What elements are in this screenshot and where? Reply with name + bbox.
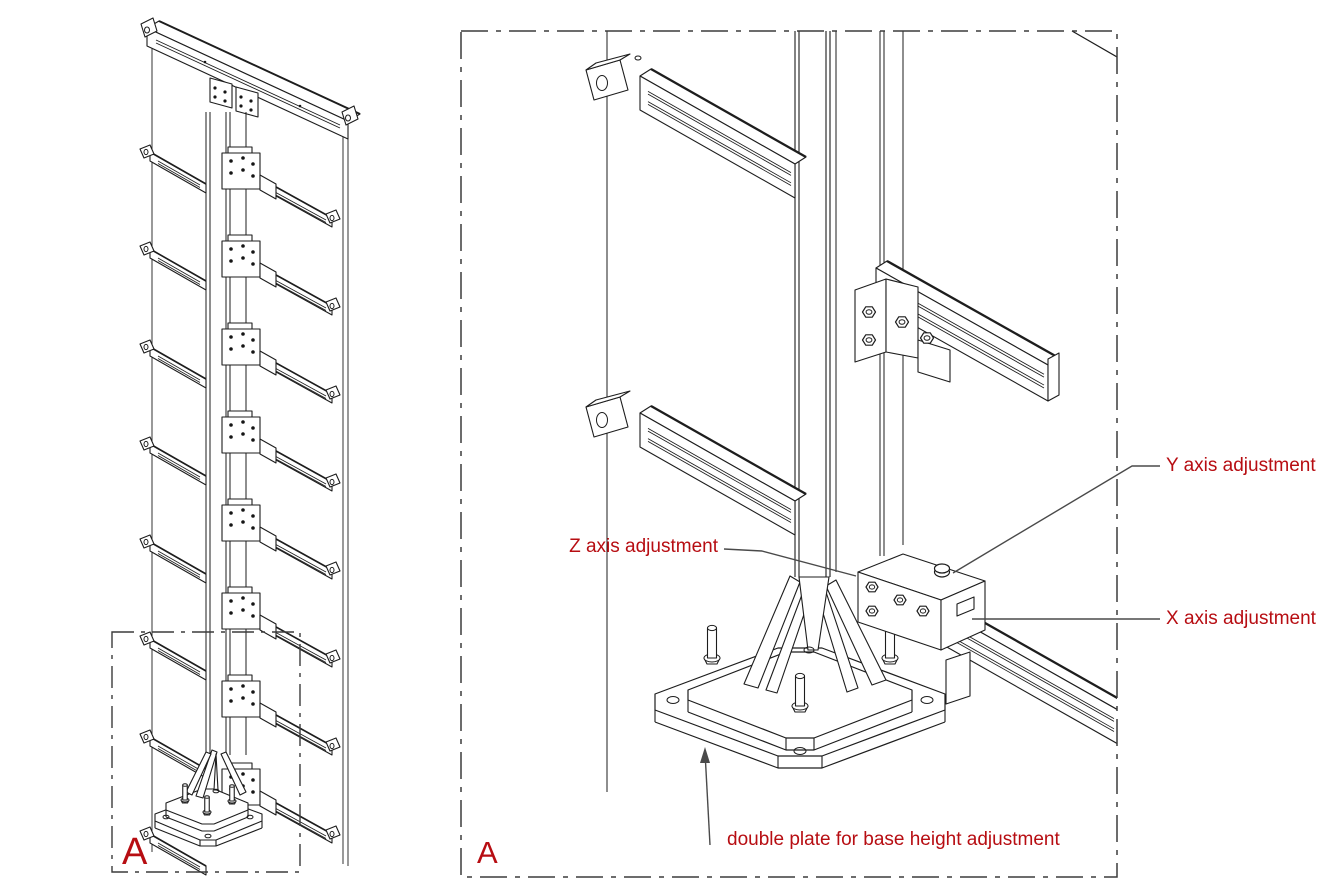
x-axis-adjustment-label: X axis adjustment <box>1166 608 1316 629</box>
base-plate-annotation-label: double plate for base height adjustment <box>727 829 1060 850</box>
annotation-leader-lines <box>700 465 1160 846</box>
overview-detail-marker-a: A <box>122 831 148 873</box>
detail-callout-box <box>111 631 301 873</box>
detail-drawing <box>585 31 1117 792</box>
detail-view-border <box>460 30 1118 878</box>
overview-drawing <box>139 17 361 876</box>
detail-view-label-a: A <box>477 835 498 870</box>
view-borders <box>111 30 1118 878</box>
y-axis-adjustment-label: Y axis adjustment <box>1166 455 1316 476</box>
leader-arrowhead <box>700 747 710 763</box>
z-axis-adjustment-label: Z axis adjustment <box>569 536 718 557</box>
